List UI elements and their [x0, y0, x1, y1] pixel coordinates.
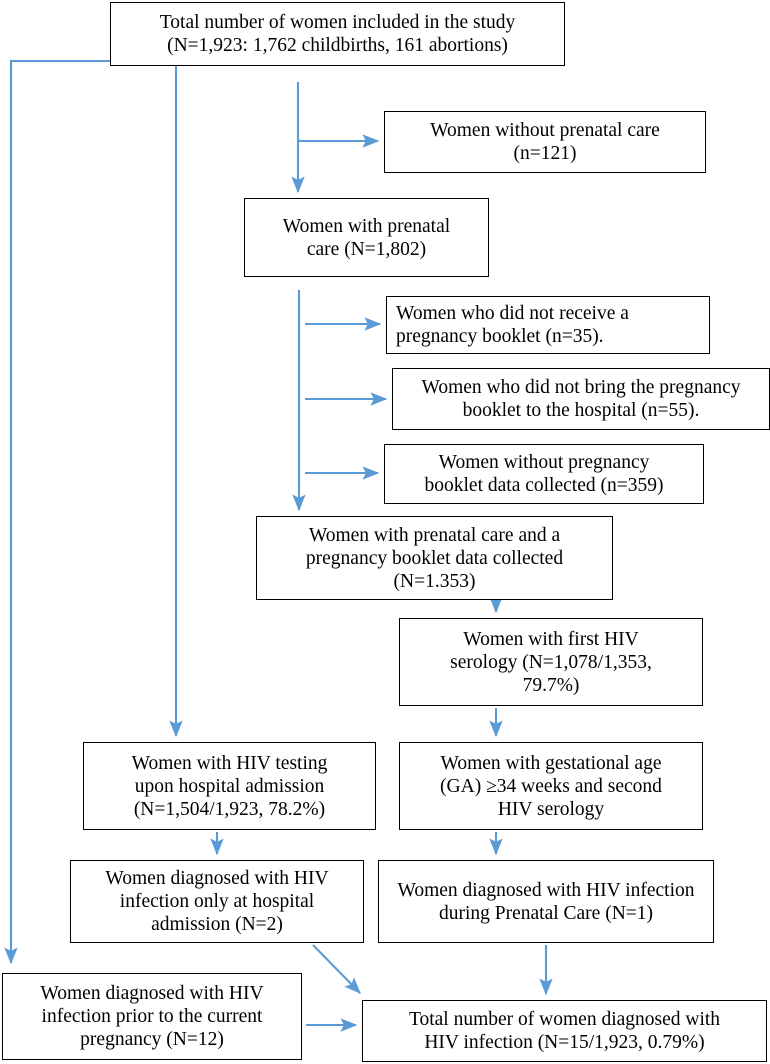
- node-label: Women without prenatal care(n=121): [430, 120, 660, 164]
- node-total-women: Total number of women included in the st…: [110, 2, 565, 66]
- connector-total-to-hiv-testing-admission: [110, 60, 183, 738]
- node-label: Total number of women included in the st…: [159, 12, 516, 56]
- node-women-without-prenatal-care: Women without prenatal care(n=121): [384, 111, 706, 173]
- connector-diagnosed-admission-to-total: [312, 944, 361, 994]
- node-gestational-age-second-serology: Women with gestational age(GA) ≥34 weeks…: [399, 742, 703, 830]
- node-label: Women with gestational age(GA) ≥34 weeks…: [440, 752, 662, 820]
